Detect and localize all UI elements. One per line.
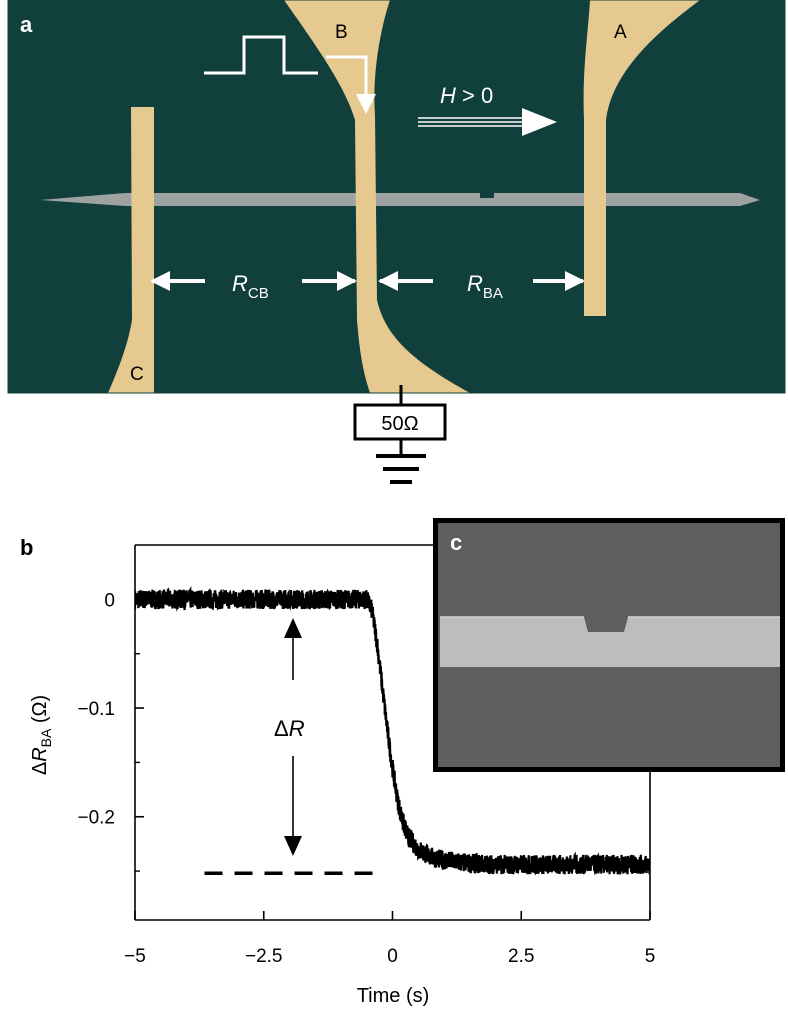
electrode-c [108, 107, 154, 393]
delta-r-arrowhead-up [284, 618, 302, 638]
panel-a-frame [7, 0, 786, 394]
panel-b-label: b [20, 535, 33, 560]
ground-symbol [376, 454, 426, 484]
y-tick-label: −0.2 [77, 808, 115, 829]
rcb-label: RCB [232, 271, 269, 302]
delta-r-label: ΔR [274, 716, 305, 741]
y-tick-label: −0.1 [77, 699, 115, 720]
nanowire [40, 193, 760, 206]
electrode-a [583, 0, 700, 316]
y-tick-label: 0 [104, 590, 115, 611]
x-tick-label: 5 [645, 946, 656, 967]
panel-a-label: a [20, 12, 33, 37]
electrode-b-label: B [335, 22, 348, 43]
x-tick-label: −2.5 [245, 946, 283, 967]
electrode-b [284, 0, 470, 393]
pulse-injection-arrow [326, 55, 368, 98]
rba-label: RBA [467, 271, 503, 302]
y-axis-label: ΔRBA (Ω) [29, 695, 54, 775]
delta-r-trace [135, 585, 650, 876]
pulse-injection-arrowhead [356, 94, 376, 114]
electrode-a-label: A [614, 22, 627, 43]
panel-c-label: c [450, 530, 462, 555]
load-resistor [353, 403, 447, 441]
field-arrow [418, 108, 557, 136]
load-label: 50Ω [381, 413, 418, 435]
sem-wire [440, 617, 780, 667]
plot-data [135, 585, 650, 876]
panel-a-micrograph [8, 0, 785, 393]
field-label: H > 0 [440, 83, 493, 108]
delta-r-arrowhead-down [284, 836, 302, 856]
x-tick-label: 0 [387, 946, 398, 967]
electrode-c-label: C [130, 364, 144, 385]
x-tick-label: −5 [124, 946, 146, 967]
panel-c-inset: c [433, 518, 785, 772]
pulse-symbol [204, 35, 318, 75]
x-tick-label: 2.5 [508, 946, 534, 967]
x-axis-label: Time (s) [357, 985, 430, 1007]
nanowire-notch [480, 192, 494, 198]
